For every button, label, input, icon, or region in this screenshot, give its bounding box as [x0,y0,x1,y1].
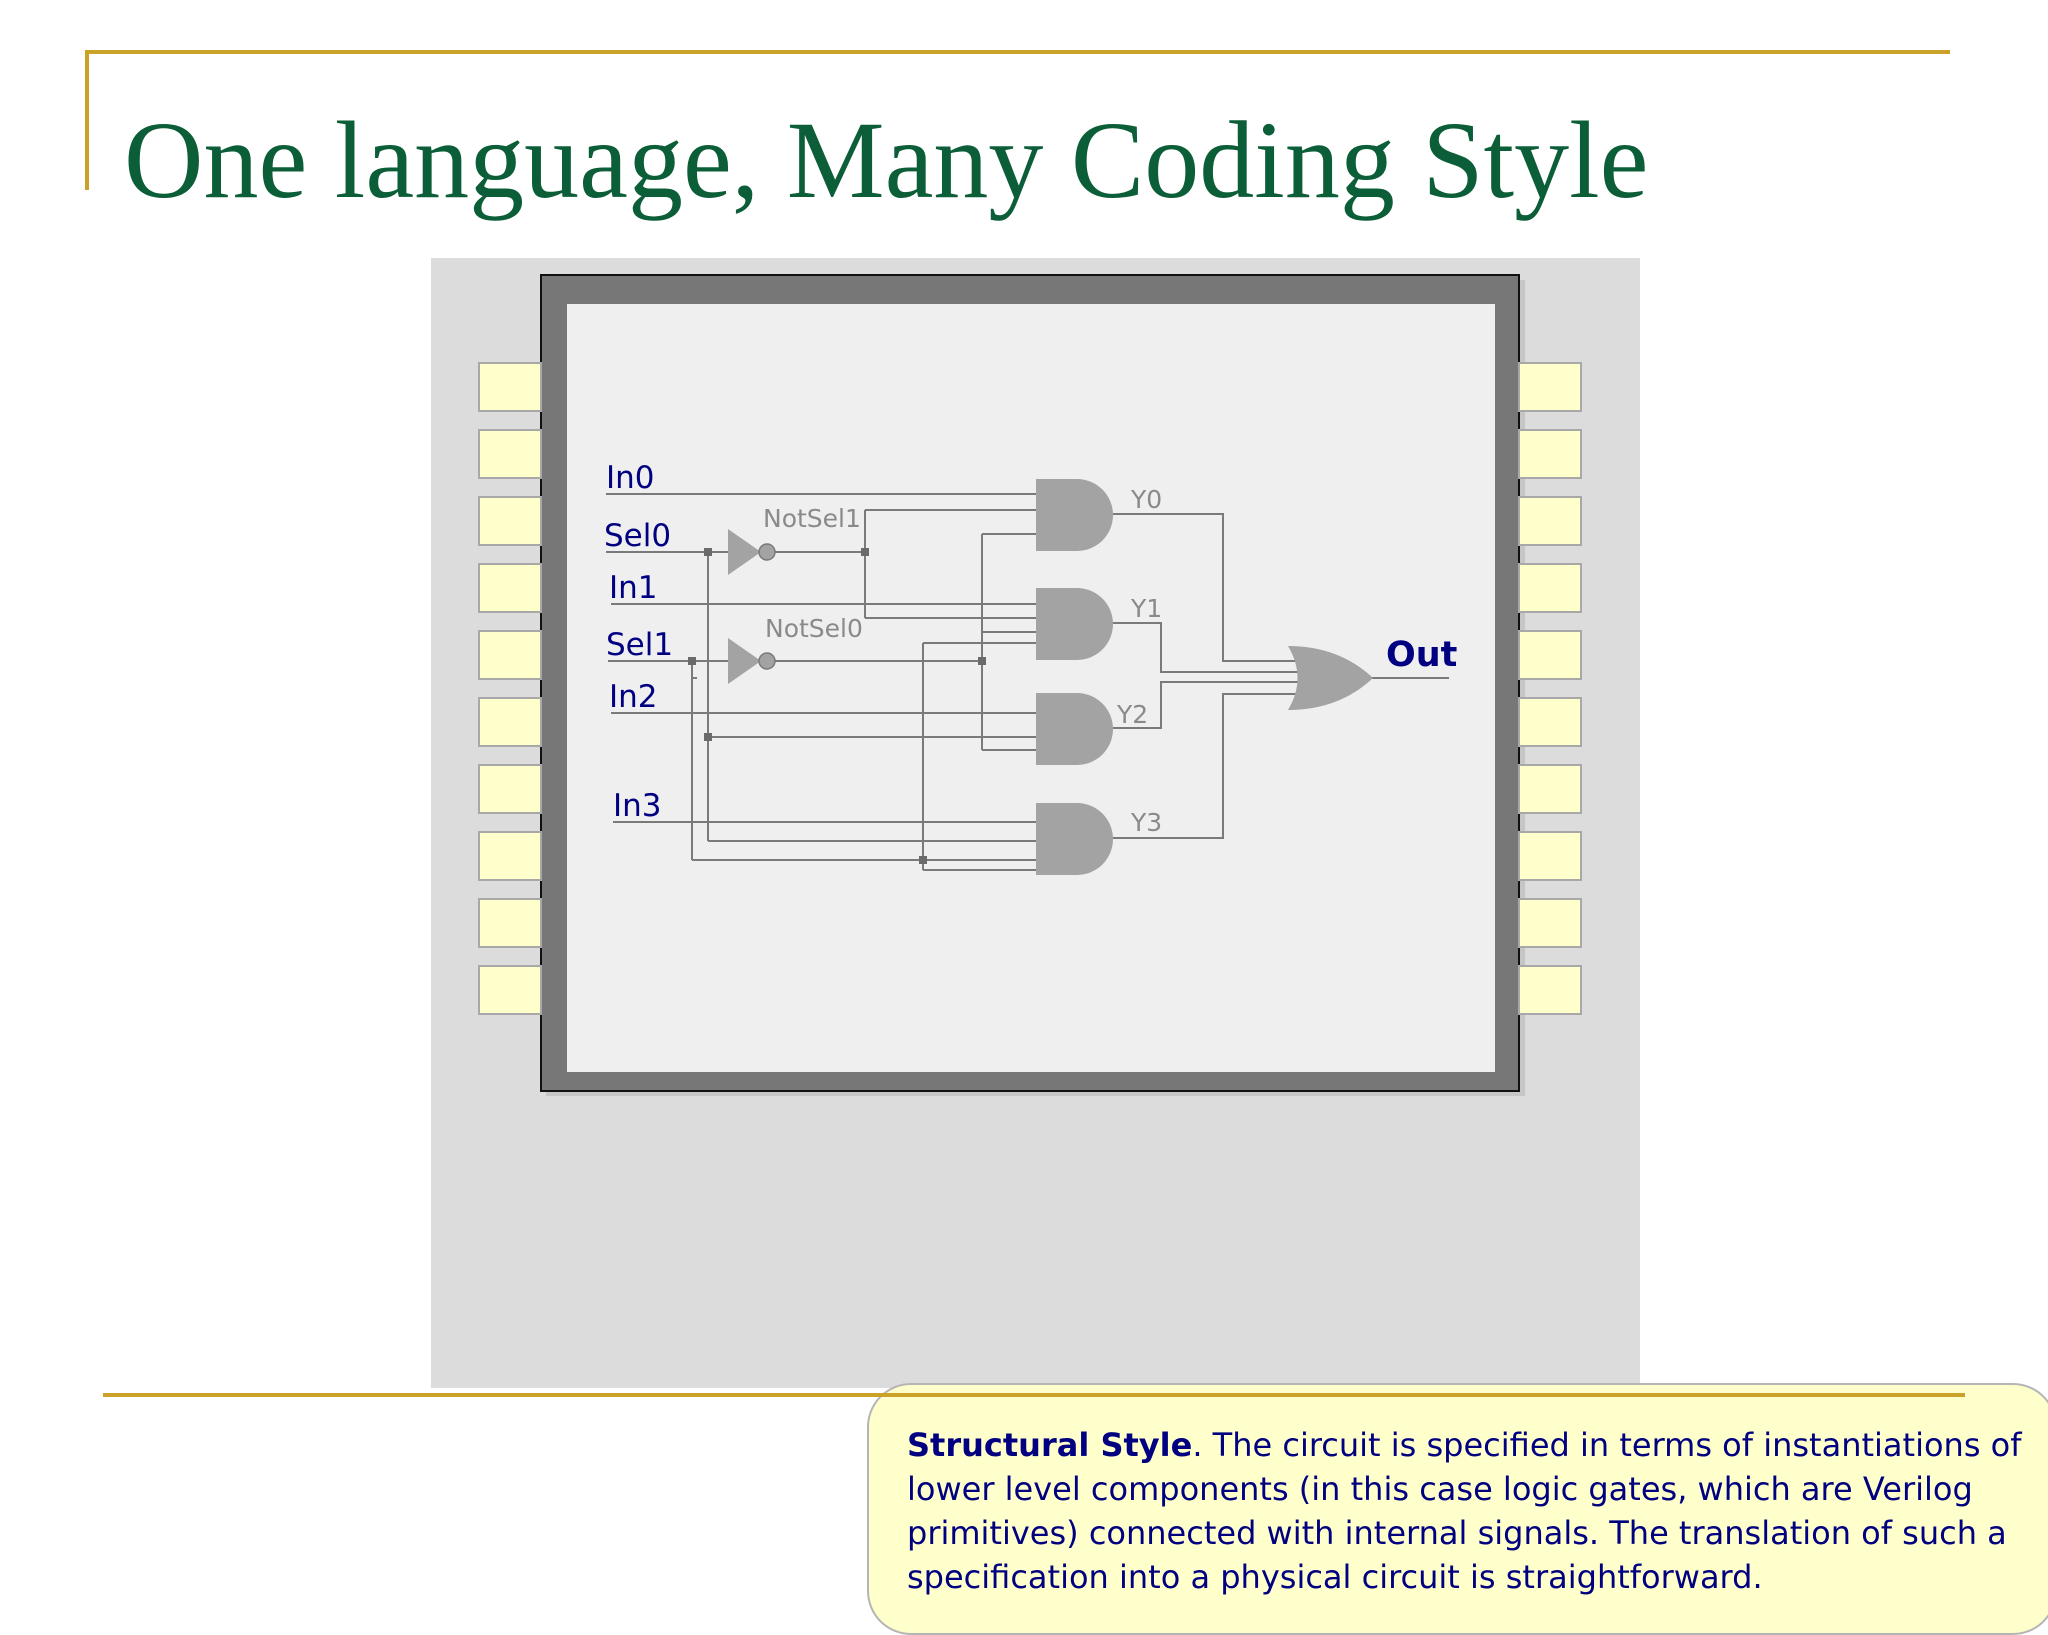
left-pin [478,630,542,680]
signal-label-y2: Y2 [1116,700,1148,729]
left-pin [478,898,542,948]
left-pin [478,831,542,881]
and-gate-3 [1036,803,1113,875]
circuit-wires [606,493,1449,871]
right-pin [1518,831,1582,881]
right-pins [1518,362,1582,1015]
signal-label-notsel0: NotSel0 [765,614,863,643]
signal-label-y0: Y0 [1130,485,1162,514]
left-pin [478,764,542,814]
slide-title: One language, Many Coding Style [124,99,1649,221]
junctions [688,548,986,864]
output-label-out: Out [1386,635,1457,675]
and-gate-2 [1036,693,1113,765]
input-label-in2: In2 [609,679,658,715]
caption-box: Structural Style. The circuit is specifi… [867,1383,2048,1635]
left-pins [478,362,542,1015]
input-label-in3: In3 [613,788,662,824]
right-pin [1518,630,1582,680]
inverter-notsel0 [728,638,776,684]
left-pin [478,496,542,546]
circuit-figure: In0 Sel0 In1 Sel1 In2 In3 NotSel1 NotSel… [431,258,2048,1635]
left-pin [478,563,542,613]
left-rule [85,50,89,190]
caption-heading: Structural Style [907,1426,1193,1464]
bottom-rule [103,1393,1965,1397]
or-gate [1288,646,1373,710]
left-pin [478,965,542,1015]
top-rule [85,50,1950,54]
signal-label-y1: Y1 [1130,594,1162,623]
input-label-sel0: Sel0 [604,518,671,554]
input-label-sel1: Sel1 [606,627,673,663]
right-pin [1518,764,1582,814]
left-pin [478,362,542,412]
input-label-in0: In0 [606,460,655,496]
and-gate-0 [1036,479,1113,551]
and-gate-1 [1036,588,1113,660]
right-pin [1518,965,1582,1015]
inverter-notsel1 [728,529,776,575]
right-pin [1518,563,1582,613]
circuit-diagram: In0 Sel0 In1 Sel1 In2 In3 NotSel1 NotSel… [478,274,1582,1096]
signal-label-notsel1: NotSel1 [763,504,861,533]
left-pin [478,697,542,747]
right-pin [1518,898,1582,948]
right-pin [1518,429,1582,479]
input-label-in1: In1 [609,570,658,606]
right-pin [1518,697,1582,747]
right-pin [1518,362,1582,412]
left-pin [478,429,542,479]
signal-label-y3: Y3 [1130,808,1162,837]
right-pin [1518,496,1582,546]
